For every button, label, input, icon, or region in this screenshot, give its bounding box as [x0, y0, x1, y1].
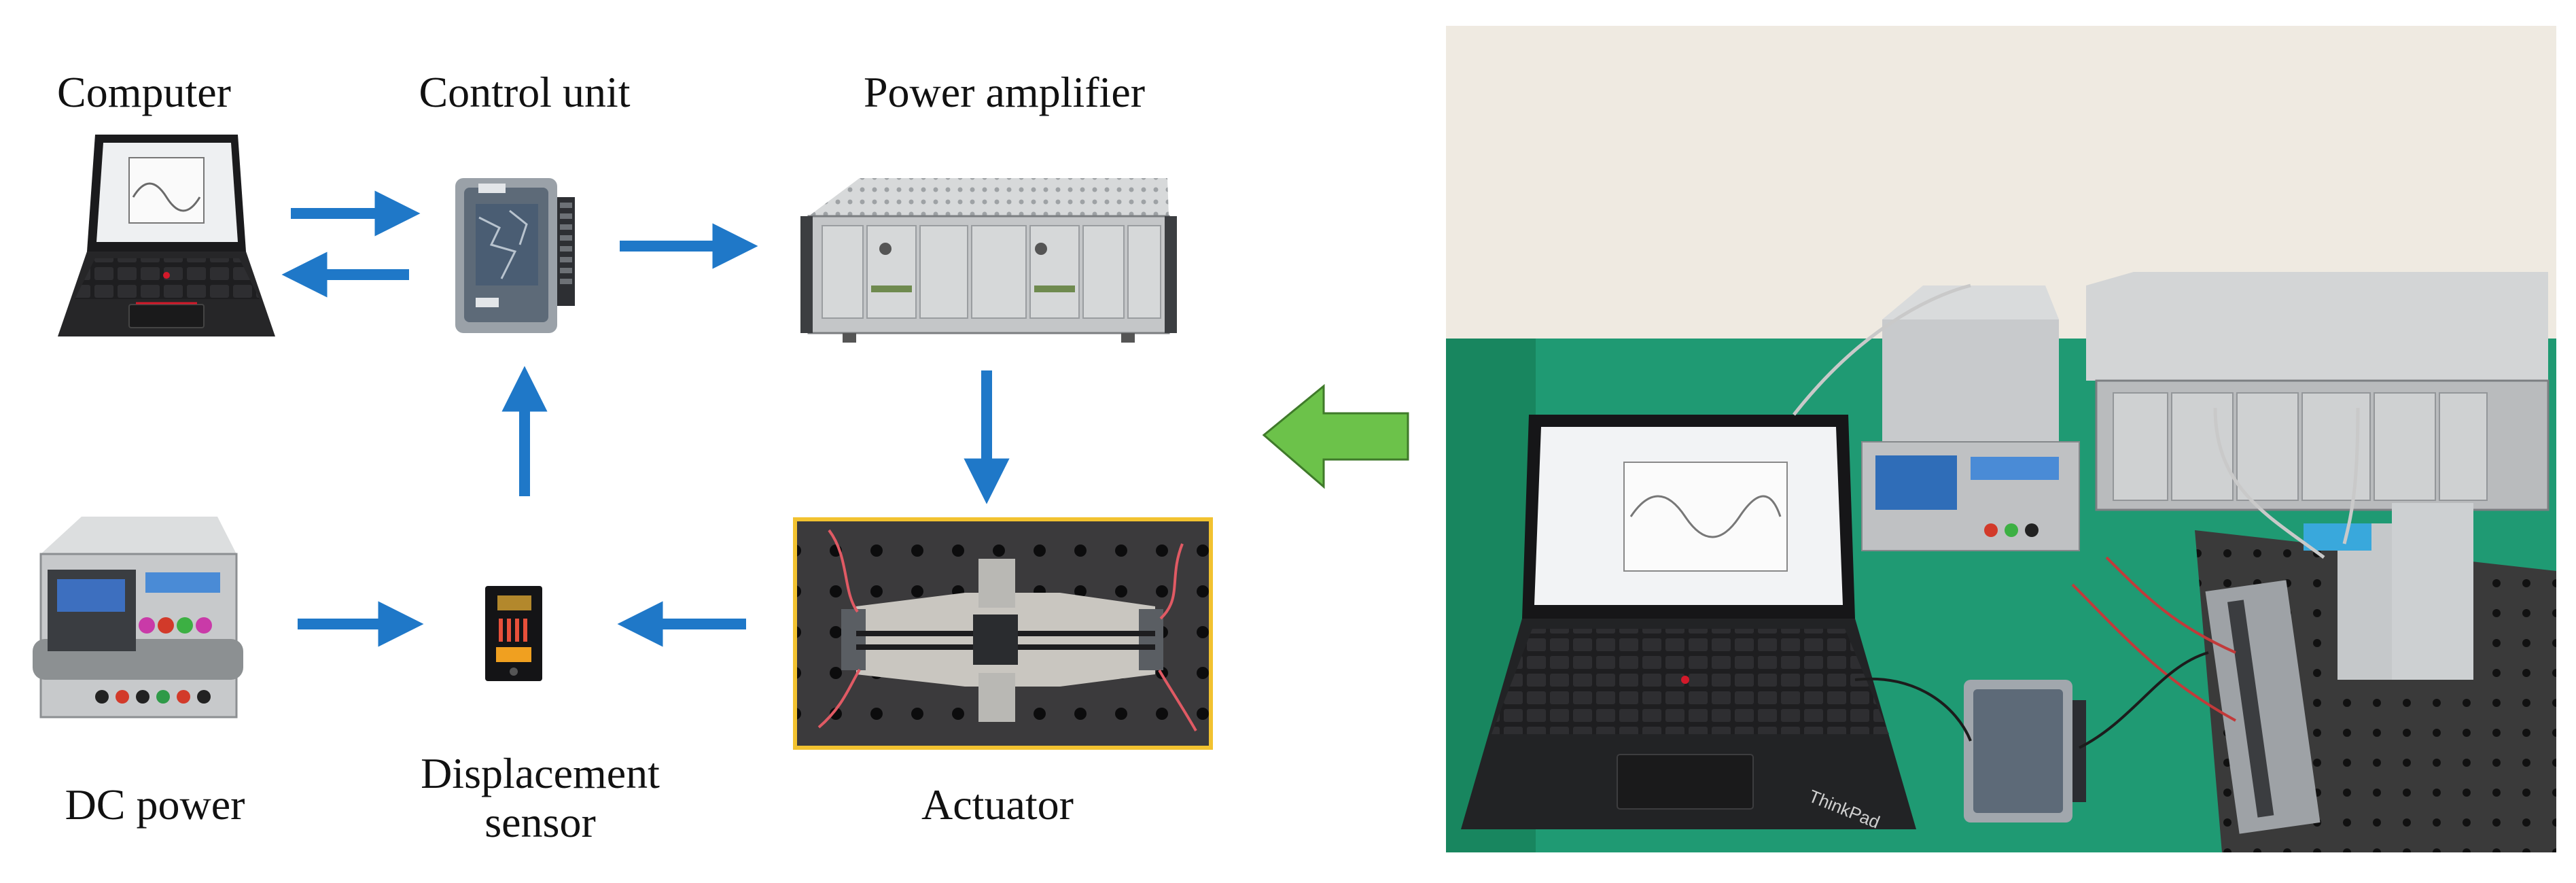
label-displacement-sensor-line1: Displacement	[421, 749, 660, 797]
photo-laptop: ThinkPad	[1461, 415, 1916, 833]
power-amplifier-image	[800, 178, 1177, 343]
label-control-unit: Control unit	[419, 68, 631, 116]
displacement-sensor-image	[485, 586, 542, 681]
photo-actuator-rig	[2205, 503, 2473, 834]
label-displacement-sensor: Displacement sensor	[421, 749, 660, 846]
photo-power-amplifier	[2086, 272, 2549, 511]
label-displacement-sensor-line2: sensor	[484, 797, 596, 846]
label-power-amplifier: Power amplifier	[863, 68, 1146, 116]
label-actuator: Actuator	[921, 780, 1074, 829]
control-unit-image	[455, 178, 575, 333]
lab-setup-photo: ThinkPad	[1446, 26, 2556, 852]
photo-control-unit	[1964, 680, 2086, 823]
computer-laptop-image	[58, 135, 275, 336]
photo-dc-power-supply	[1861, 285, 2080, 551]
label-computer: Computer	[57, 68, 231, 116]
photo-to-diagram-arrow	[1262, 383, 1409, 489]
label-dc-power: DC power	[65, 780, 245, 829]
dc-power-supply-image	[33, 517, 243, 718]
actuator-image	[793, 517, 1213, 750]
